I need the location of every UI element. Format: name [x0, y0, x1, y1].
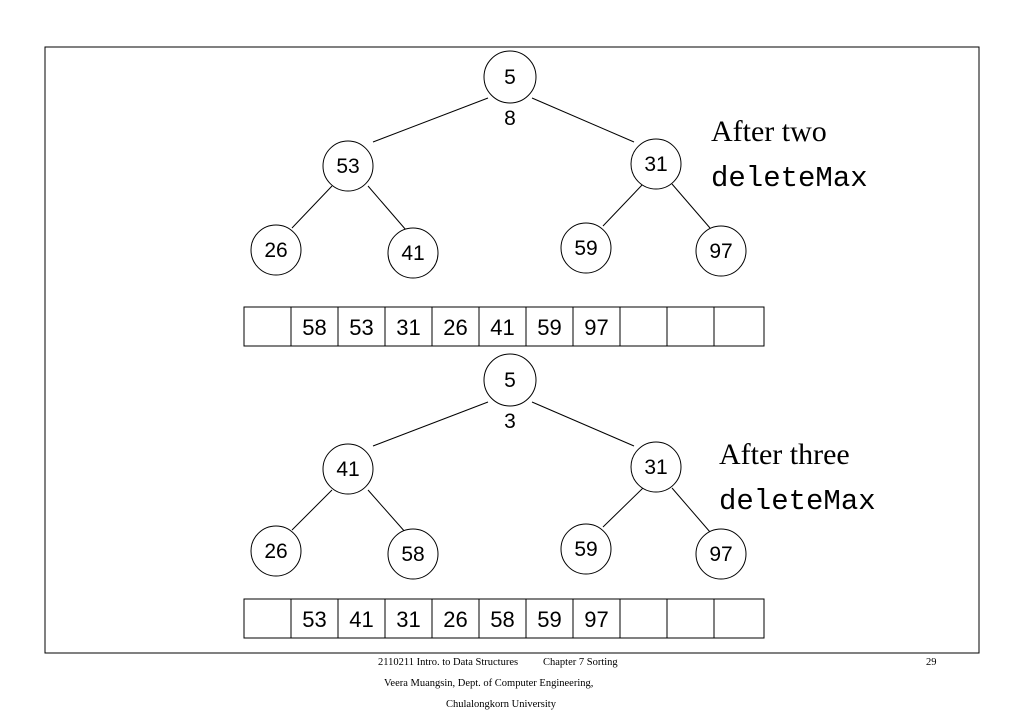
node-label-line1: 5: [504, 66, 516, 89]
heap-panel-1: 5 8 53 31 26 41 59 97 After two deleteMa…: [243, 50, 868, 347]
array-cell-value: 59: [537, 315, 561, 340]
array-cell: [243, 598, 292, 639]
array-cell: [619, 306, 668, 347]
node-label: 31: [644, 456, 667, 479]
array-cell: [713, 306, 765, 347]
node-label: 41: [336, 458, 359, 481]
caption-line1: After two: [711, 115, 827, 148]
tree-node: 41: [322, 443, 374, 495]
array-cell: [619, 598, 668, 639]
tree-node: 26: [250, 224, 302, 276]
heap-array: 58 53 31 26 41 59 97: [243, 306, 765, 347]
footer-chapter: Chapter 7 Sorting: [543, 657, 618, 668]
tree-node-root: 5 3: [483, 353, 537, 433]
tree-node-root: 5 8: [483, 50, 537, 130]
array-cell-value: 41: [349, 607, 373, 632]
heap-panel-2: 5 3 41 31 26 58 59 97 After three delete…: [243, 353, 876, 639]
array-cell-value: 53: [349, 315, 373, 340]
footer-page-number: 29: [926, 657, 937, 668]
array-cell: [572, 598, 621, 639]
caption-code: deleteMax: [711, 162, 868, 195]
array-cell: [290, 598, 339, 639]
footer-university: Chulalongkorn University: [446, 699, 556, 710]
node-label: 41: [401, 242, 424, 265]
node-label: 59: [574, 538, 597, 561]
tree-node: 41: [387, 227, 439, 279]
tree-node: 53: [322, 140, 374, 192]
node-label: 26: [264, 239, 287, 262]
array-cell-value: 31: [396, 607, 420, 632]
array-cell: [243, 306, 292, 347]
array-cell: [666, 306, 715, 347]
node-label: 59: [574, 237, 597, 260]
array-cell-value: 41: [490, 315, 514, 340]
array-cell-value: 26: [443, 315, 467, 340]
tree-node: 26: [250, 525, 302, 577]
array-cell: [384, 306, 433, 347]
array-cell: [572, 306, 621, 347]
array-cell-value: 53: [302, 607, 326, 632]
array-cell: [713, 598, 765, 639]
heap-array: 53 41 31 26 58 59 97: [243, 598, 765, 639]
tree-node: 59: [560, 222, 612, 274]
array-cell: [337, 598, 386, 639]
array-cell: [666, 598, 715, 639]
footer-author: Veera Muangsin, Dept. of Computer Engine…: [384, 678, 594, 689]
caption-line1: After three: [719, 438, 850, 471]
tree-node: 97: [695, 225, 747, 277]
node-label: 97: [709, 240, 732, 263]
array-cell-value: 59: [537, 607, 561, 632]
array-cell-value: 58: [490, 607, 514, 632]
footer-course: 2110211 Intro. to Data Structures: [378, 657, 519, 668]
array-cell: [431, 598, 480, 639]
node-label: 53: [336, 155, 359, 178]
array-cell: [478, 598, 527, 639]
tree-edges: [291, 97, 711, 231]
tree-node: 59: [560, 523, 612, 575]
node-label: 97: [709, 543, 732, 566]
node-label-line2: 3: [504, 410, 516, 433]
array-cell: [478, 306, 527, 347]
node-label-line1: 5: [504, 369, 516, 392]
tree-node: 31: [630, 441, 682, 493]
array-cell-value: 97: [584, 607, 608, 632]
caption-code: deleteMax: [719, 485, 876, 518]
node-label-line2: 8: [504, 107, 516, 130]
tree-node: 31: [630, 138, 682, 190]
node-label: 58: [401, 543, 424, 566]
node-label: 31: [644, 153, 667, 176]
array-cell-value: 58: [302, 315, 326, 340]
node-label: 26: [264, 540, 287, 563]
array-cell: [384, 598, 433, 639]
array-cell: [431, 306, 480, 347]
slide-frame: [44, 46, 980, 654]
tree-node: 97: [695, 528, 747, 580]
array-cell-value: 26: [443, 607, 467, 632]
tree-node: 58: [387, 528, 439, 580]
array-cell-value: 31: [396, 315, 420, 340]
array-cell-value: 97: [584, 315, 608, 340]
tree-edges: [291, 401, 711, 534]
